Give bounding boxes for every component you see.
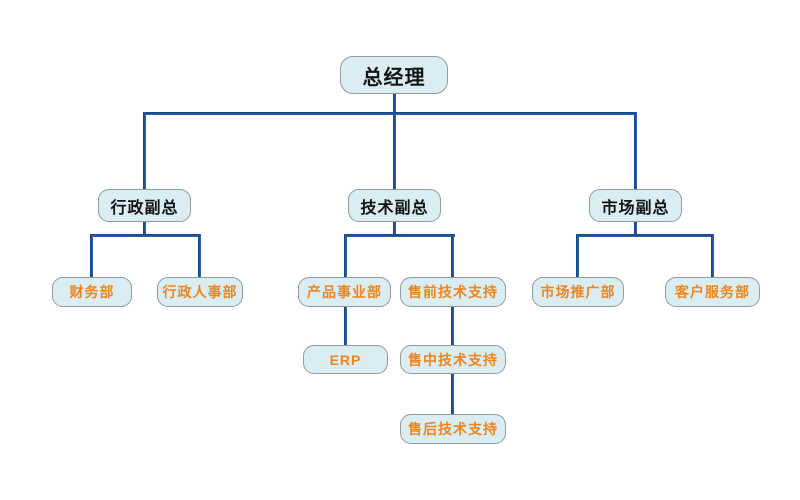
org-node-label: 产品事业部 bbox=[307, 284, 382, 300]
org-node-label: 市场副总 bbox=[601, 199, 670, 217]
connector-admin-bus bbox=[90, 234, 201, 237]
org-node-presales-support: 售前技术支持 bbox=[400, 277, 506, 307]
org-node-market-vp: 市场副总 bbox=[589, 189, 682, 222]
connector-market-bus bbox=[576, 234, 714, 237]
org-node-label: 总经理 bbox=[362, 66, 426, 89]
org-node-market-promotion-dept: 市场推广部 bbox=[532, 277, 624, 307]
org-node-label: ERP bbox=[329, 351, 362, 368]
org-node-label: 客户服务部 bbox=[675, 284, 750, 300]
connector-to-admin-hr bbox=[198, 234, 201, 277]
connector-midsales-to-aftersales bbox=[451, 374, 454, 414]
connector-bus-to-admin-vp bbox=[143, 112, 146, 189]
connector-market-vp-down bbox=[634, 222, 637, 237]
connector-to-customer-service bbox=[711, 234, 714, 277]
org-node-label: 行政副总 bbox=[110, 199, 179, 217]
org-node-admin-hr-dept: 行政人事部 bbox=[157, 277, 243, 307]
org-node-tech-vp: 技术副总 bbox=[348, 189, 441, 222]
org-node-label: 市场推广部 bbox=[540, 284, 616, 300]
org-node-midsales-support: 售中技术支持 bbox=[400, 345, 506, 374]
connector-to-promotion bbox=[576, 234, 579, 277]
connector-product-to-erp bbox=[344, 307, 347, 345]
org-node-label: 售前技术支持 bbox=[408, 284, 498, 300]
connector-admin-vp-down bbox=[143, 222, 146, 237]
connector-to-product-div bbox=[344, 234, 347, 277]
org-node-label: 售中技术支持 bbox=[408, 351, 498, 368]
org-node-admin-vp: 行政副总 bbox=[98, 189, 191, 222]
org-node-product-division: 产品事业部 bbox=[298, 277, 391, 307]
connector-level1-bus bbox=[143, 112, 637, 115]
connector-tech-vp-down bbox=[393, 222, 396, 237]
connector-tech-bus bbox=[344, 234, 455, 237]
connector-to-finance bbox=[90, 234, 93, 277]
connector-presales-to-midsales bbox=[451, 307, 454, 345]
org-node-finance-dept: 财务部 bbox=[52, 277, 132, 307]
org-node-general-manager: 总经理 bbox=[340, 56, 448, 94]
org-node-aftersales-support: 售后技术支持 bbox=[400, 414, 506, 444]
org-node-label: 售后技术支持 bbox=[408, 421, 498, 437]
connector-root-to-tech-vp bbox=[393, 94, 396, 189]
connector-bus-to-market-vp bbox=[634, 112, 637, 189]
org-node-label: 技术副总 bbox=[360, 199, 429, 217]
org-node-customer-service-dept: 客户服务部 bbox=[665, 277, 760, 307]
org-node-label: 行政人事部 bbox=[162, 284, 238, 300]
connector-to-presales bbox=[451, 234, 454, 277]
org-node-label: 财务部 bbox=[69, 284, 115, 300]
org-node-erp: ERP bbox=[303, 345, 388, 374]
